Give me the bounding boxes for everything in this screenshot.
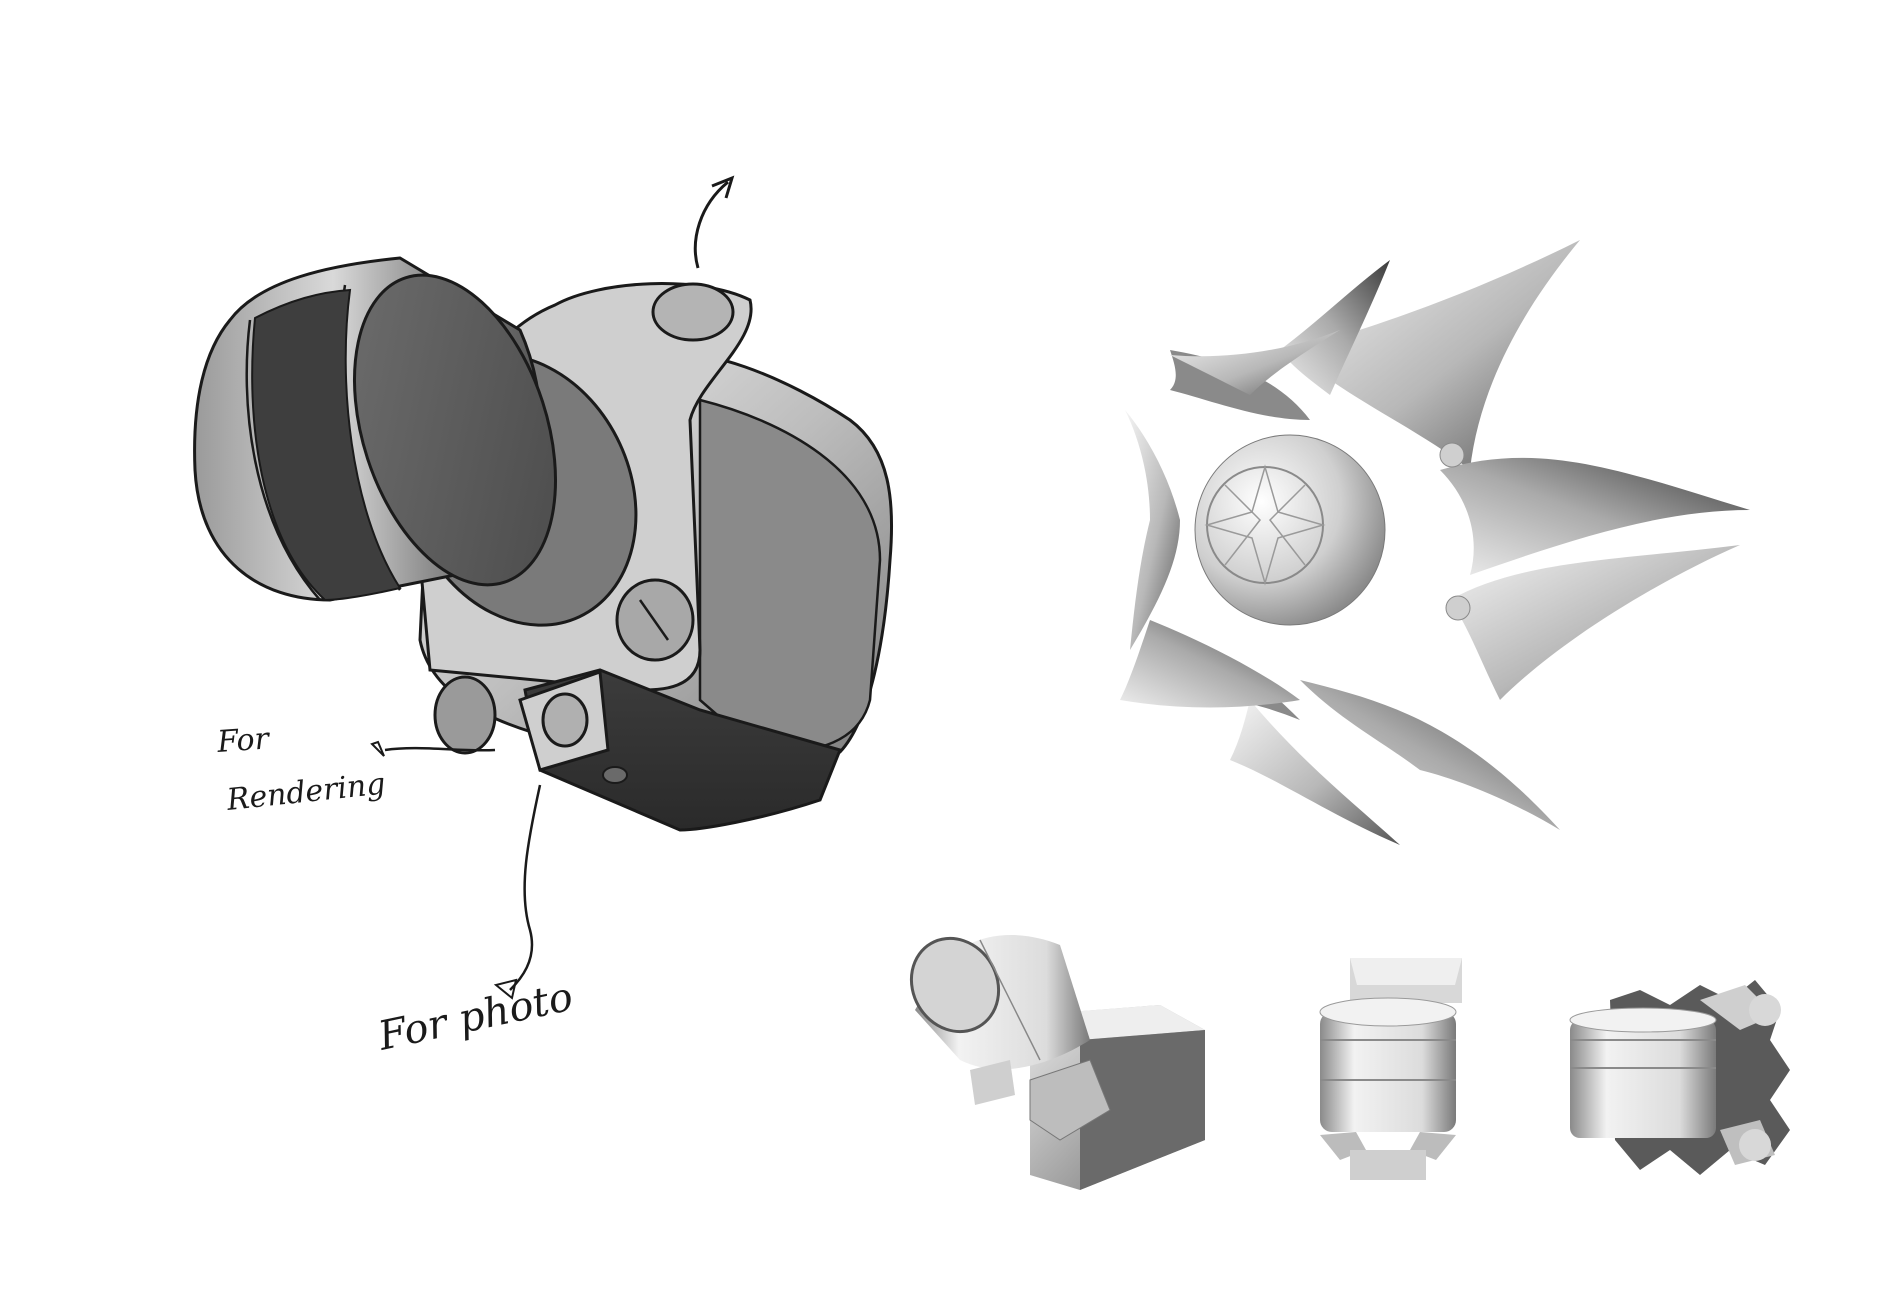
star-petal-top <box>1280 260 1390 395</box>
view-side <box>1569 980 1790 1175</box>
rotate-arrow-icon <box>693 180 729 269</box>
label-for-photo: For photo <box>374 974 577 1060</box>
label-for-rendering-line1: For <box>215 721 272 760</box>
star-core-sphere <box>1194 434 1386 626</box>
front-bottom-block <box>1350 1150 1426 1180</box>
star-node-lower <box>1445 595 1471 621</box>
rotate-arrow-head-icon <box>711 175 735 199</box>
lens-front-face <box>352 273 558 587</box>
rendering-button <box>433 675 497 755</box>
photo-callout-line <box>509 784 542 991</box>
angled-joint <box>1029 1059 1111 1141</box>
star-node-upper <box>1439 442 1465 468</box>
star-petal-right <box>1440 457 1750 575</box>
view-angled <box>909 935 1205 1190</box>
lens-dark-band <box>251 288 402 602</box>
label-for-rendering-line2: Rendering <box>224 767 387 819</box>
star-petal-upper-left <box>1170 330 1340 395</box>
camera-sketch: For Rendering For photo <box>193 175 894 1060</box>
top-dial <box>651 282 735 342</box>
star-petal-top-right <box>1290 240 1580 470</box>
star-petal-left-lower <box>1120 620 1300 708</box>
star-petal-left <box>1125 410 1180 650</box>
star-shell-render <box>1120 240 1750 845</box>
rendering-callout-line <box>384 746 496 752</box>
view-front <box>1319 958 1462 1180</box>
star-petal-bottom-right <box>1300 680 1560 830</box>
photo-module-lens <box>541 692 589 748</box>
star-petal-bottom <box>1230 700 1400 845</box>
star-petal-right-lower <box>1450 545 1740 700</box>
front-cylinder <box>1320 1012 1456 1132</box>
side-cylinder <box>1570 1020 1716 1138</box>
star-core-pattern <box>1204 464 1326 586</box>
